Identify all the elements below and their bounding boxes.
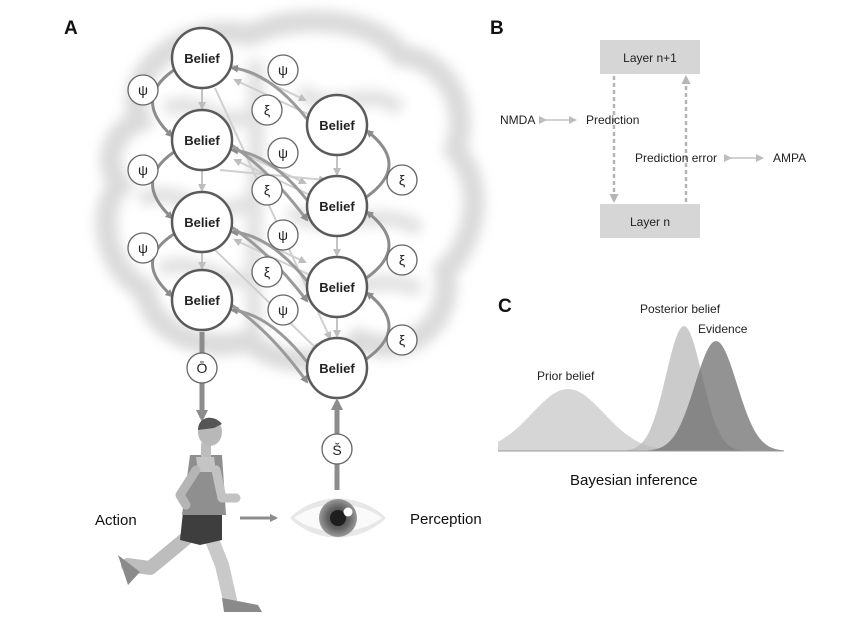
precision-node: ψ [127, 232, 159, 264]
precision-node-symbol: ψ [138, 240, 148, 256]
runner-icon [118, 417, 262, 612]
posterior-belief-label: Posterior belief [640, 302, 721, 316]
precision-node: ψ [267, 219, 299, 251]
belief-label: Belief [319, 361, 355, 376]
layer-bottom-box: Layer n [600, 204, 700, 238]
error-node-symbol: ξ [399, 252, 405, 268]
sensory-input-node: Š [321, 433, 353, 465]
action-output-symbol: Ō [197, 360, 208, 376]
prediction-label: Prediction [586, 113, 639, 127]
precision-node: ψ [127, 154, 159, 186]
cross-connection-arrow [219, 169, 327, 184]
precision-node-symbol: ψ [278, 62, 288, 78]
belief-node: Belief [170, 268, 234, 332]
belief-node: Belief [305, 93, 369, 157]
belief-node: Belief [170, 190, 234, 254]
prior-belief-distribution [498, 389, 690, 451]
prior-belief-label: Prior belief [537, 369, 595, 383]
panel-b-letter: B [490, 18, 504, 39]
error-node-symbol: ξ [399, 332, 405, 348]
eye-icon [290, 498, 386, 538]
error-node-symbol: ξ [264, 182, 270, 198]
precision-node-symbol: ψ [278, 227, 288, 243]
precision-node-symbol: ψ [138, 82, 148, 98]
belief-label: Belief [184, 51, 220, 66]
error-node: ξ [251, 256, 283, 288]
belief-network-nodes: BeliefBeliefBeliefBeliefBeliefBeliefBeli… [127, 26, 418, 400]
belief-node: Belief [170, 26, 234, 90]
action-output-node: Ō [186, 352, 218, 384]
descending-prediction-arrow [229, 302, 309, 384]
precision-curve-arrow [151, 150, 175, 220]
panel-c-letter: C [498, 296, 512, 317]
cross-connection-arrow [214, 249, 320, 352]
belief-node: Belief [305, 255, 369, 319]
belief-label: Belief [319, 280, 355, 295]
evidence-label: Evidence [698, 322, 748, 336]
belief-node: Belief [170, 108, 234, 172]
layer-top-box: Layer n+1 [600, 40, 700, 74]
error-curve-arrow [364, 291, 391, 362]
error-node: ξ [386, 164, 418, 196]
layer-bottom-label: Layer n [630, 215, 670, 229]
precision-curve-arrow [151, 232, 175, 298]
belief-label: Belief [319, 199, 355, 214]
error-curve-arrow [364, 210, 391, 281]
error-node-symbol: ξ [264, 264, 270, 280]
belief-label: Belief [184, 133, 220, 148]
nmda-label: NMDA [500, 113, 535, 127]
layer-top-label: Layer n+1 [623, 51, 677, 65]
belief-label: Belief [184, 215, 220, 230]
precision-node-symbol: ψ [278, 145, 288, 161]
evidence-distribution [640, 341, 784, 451]
belief-node: Belief [305, 336, 369, 400]
bayesian-inference-caption: Bayesian inference [570, 472, 698, 489]
perception-label: Perception [410, 511, 482, 528]
ascending-error-arrow [230, 64, 309, 120]
error-node: ξ [251, 94, 283, 126]
precision-node: ψ [267, 137, 299, 169]
belief-node: Belief [305, 174, 369, 238]
prediction-error-label: Prediction error [635, 151, 717, 165]
precision-node-symbol: ψ [278, 302, 288, 318]
posterior-belief-distribution [620, 326, 760, 451]
precision-node: ψ [267, 294, 299, 326]
action-label: Action [95, 512, 137, 529]
panel-a-letter: A [64, 18, 78, 39]
error-node: ξ [386, 324, 418, 356]
belief-label: Belief [184, 293, 220, 308]
precision-node: ψ [267, 54, 299, 86]
ampa-label: AMPA [773, 151, 806, 165]
sensory-input-symbol: Š [332, 442, 341, 458]
error-node: ξ [251, 174, 283, 206]
error-curve-arrow [364, 129, 391, 200]
precision-node-symbol: ψ [138, 162, 148, 178]
belief-label: Belief [319, 118, 355, 133]
error-node-symbol: ξ [264, 102, 270, 118]
error-node-symbol: ξ [399, 172, 405, 188]
error-node: ξ [386, 244, 418, 276]
precision-node: ψ [127, 74, 159, 106]
